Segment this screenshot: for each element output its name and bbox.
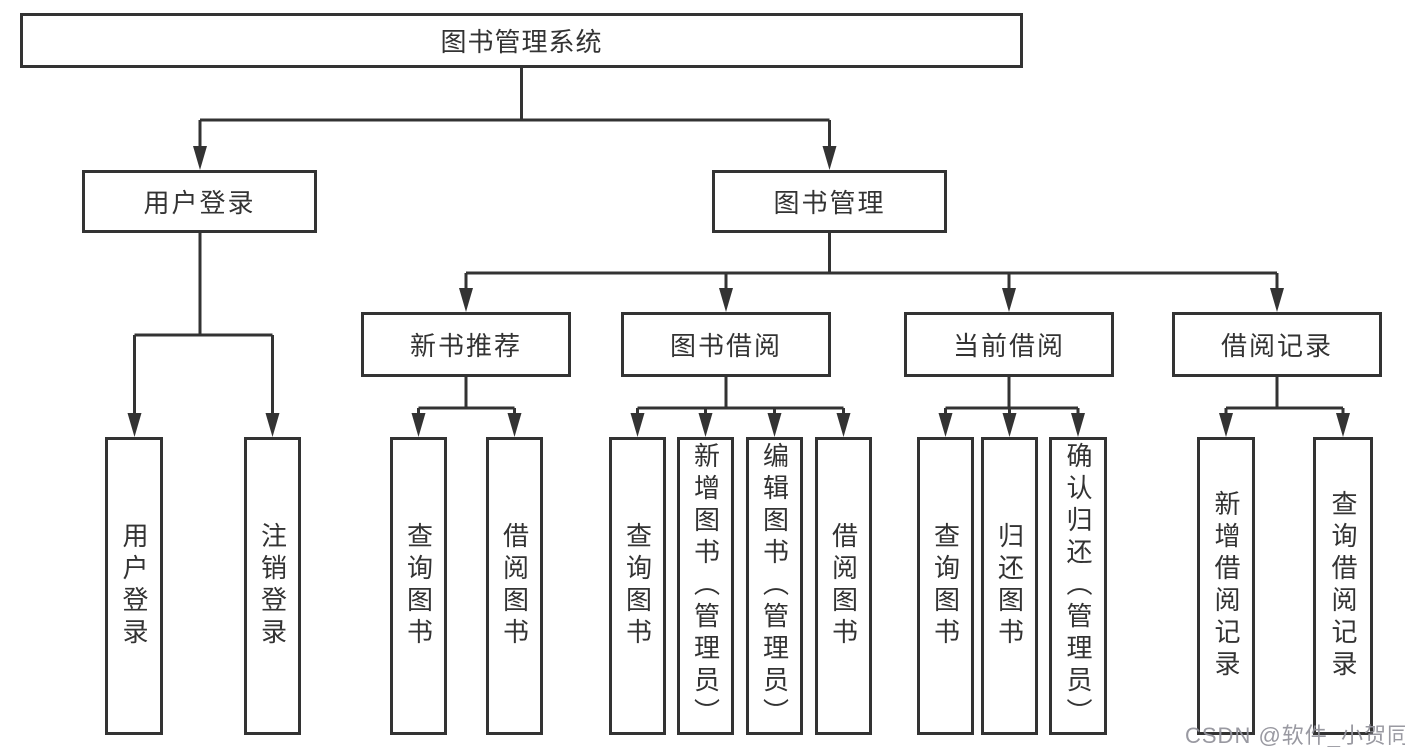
node-label: 借阅记录 xyxy=(1220,331,1333,361)
leaf-query-books-borrow: 查询图书 xyxy=(609,437,666,735)
node-label: 用户登录 xyxy=(143,188,256,218)
node-book-borrow: 图书借阅 xyxy=(621,312,831,377)
node-label: 查询借阅记录 xyxy=(1328,490,1358,682)
node-current-borrow: 当前借阅 xyxy=(904,312,1114,377)
node-label: 编辑图书（管理员） xyxy=(759,442,790,730)
node-label: 图书借阅 xyxy=(669,331,782,361)
leaf-logout: 注销登录 xyxy=(244,437,301,735)
node-label: 当前借阅 xyxy=(952,331,1065,361)
node-label: 新书推荐 xyxy=(409,331,522,361)
node-label: 新增图书（管理员） xyxy=(690,442,721,730)
node-user-login: 用户登录 xyxy=(82,170,317,233)
node-label: 确认归还（管理员） xyxy=(1063,442,1093,730)
leaf-return-book: 归还图书 xyxy=(981,437,1038,735)
node-borrow-records: 借阅记录 xyxy=(1172,312,1382,377)
leaf-add-book-admin: 新增图书（管理员） xyxy=(677,437,734,735)
leaf-add-borrow-record: 新增借阅记录 xyxy=(1197,437,1255,735)
leaf-user-login: 用户登录 xyxy=(105,437,163,735)
watermark-text: CSDN @软件_小贺同学 xyxy=(1185,723,1405,747)
leaf-query-books-recommend: 查询图书 xyxy=(390,437,447,735)
node-label: 图书管理 xyxy=(773,188,886,218)
node-label: 借阅图书 xyxy=(499,522,530,650)
node-new-book-recommend: 新书推荐 xyxy=(361,312,571,377)
leaf-query-borrow-record: 查询借阅记录 xyxy=(1313,437,1373,735)
leaf-borrow-books: 借阅图书 xyxy=(815,437,872,735)
leaf-borrow-books-recommend: 借阅图书 xyxy=(486,437,543,735)
node-label: 注销登录 xyxy=(257,522,288,650)
node-label: 查询图书 xyxy=(930,522,961,650)
node-label: 查询图书 xyxy=(403,522,434,650)
node-label: 图书管理系统 xyxy=(440,27,603,57)
node-label: 借阅图书 xyxy=(828,522,859,650)
leaf-edit-book-admin: 编辑图书（管理员） xyxy=(746,437,803,735)
leaf-confirm-return-admin: 确认归还（管理员） xyxy=(1049,437,1107,735)
node-label: 查询图书 xyxy=(622,522,653,650)
node-label: 用户登录 xyxy=(119,522,149,650)
leaf-query-books-current: 查询图书 xyxy=(917,437,974,735)
node-label: 归还图书 xyxy=(994,522,1025,650)
node-root: 图书管理系统 xyxy=(20,13,1023,68)
node-label: 新增借阅记录 xyxy=(1211,490,1241,682)
node-book-management: 图书管理 xyxy=(712,170,947,233)
